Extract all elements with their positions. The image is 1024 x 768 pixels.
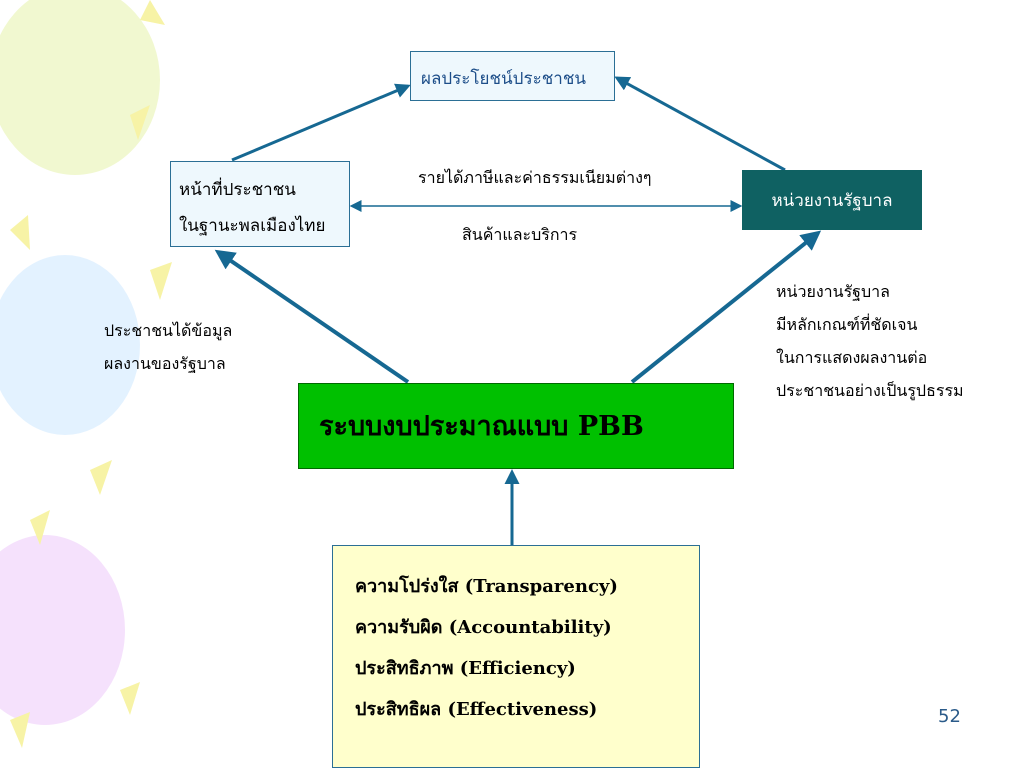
slide-page-number: 52 (938, 706, 961, 727)
government-criteria-line-4: ประชาชนอย่างเป็นรูปธรรม (776, 381, 964, 400)
principle-transparency: ความโปร่งใส (Transparency) (355, 576, 618, 597)
arrow-gov-to-benefit (614, 76, 786, 172)
government-criteria-line-1: หน่วยงานรัฐบาล (776, 282, 890, 301)
citizen-duty-line-1: หน้าที่ประชาชน (179, 180, 296, 200)
principle-efficiency: ประสิทธิภาพ (Efficiency) (355, 658, 576, 679)
revenue-label: รายได้ภาษีและค่าธรรมเนียมต่างๆ (418, 168, 652, 187)
pbb-budget-system-box: ระบบงบประมาณแบบ PBB (298, 383, 734, 469)
principle-accountability: ความรับผิด (Accountability) (355, 617, 612, 638)
governance-principles-box: ความโปร่งใส (Transparency) ความรับผิด (A… (332, 545, 700, 768)
citizen-info-line-2: ผลงานของรัฐบาล (104, 354, 226, 373)
citizen-duty-box: หน้าที่ประชาชน ในฐานะพลเมืองไทย (170, 161, 350, 247)
government-criteria-text: หน่วยงานรัฐบาล มีหลักเกณฑ์ที่ชัดเจน ในกา… (776, 275, 964, 407)
goods-services-label: สินค้าและบริการ (462, 225, 578, 244)
principle-effectiveness: ประสิทธิผล (Effectiveness) (355, 699, 598, 720)
citizen-benefit-label: ผลประโยชน์ประชาชน (421, 69, 586, 89)
government-agency-box: หน่วยงานรัฐบาล (742, 170, 922, 230)
citizen-info-line-1: ประชาชนได้ข้อมูล (104, 321, 233, 340)
government-criteria-line-3: ในการแสดงผลงานต่อ (776, 348, 928, 367)
citizen-duty-line-2: ในฐานะพลเมืองไทย (179, 216, 326, 236)
citizen-benefit-box: ผลประโยชน์ประชาชน (410, 51, 615, 101)
pbb-budget-system-label: ระบบงบประมาณแบบ PBB (319, 411, 644, 442)
arrow-pbb-to-citizen (214, 249, 410, 384)
government-agency-label: หน่วยงานรัฐบาล (771, 190, 893, 211)
government-criteria-line-2: มีหลักเกณฑ์ที่ชัดเจน (776, 315, 918, 334)
citizen-info-text: ประชาชนได้ข้อมูล ผลงานของรัฐบาล (104, 314, 232, 380)
arrow-pbb-to-gov (630, 230, 822, 384)
arrow-citizen-to-benefit (231, 83, 411, 162)
